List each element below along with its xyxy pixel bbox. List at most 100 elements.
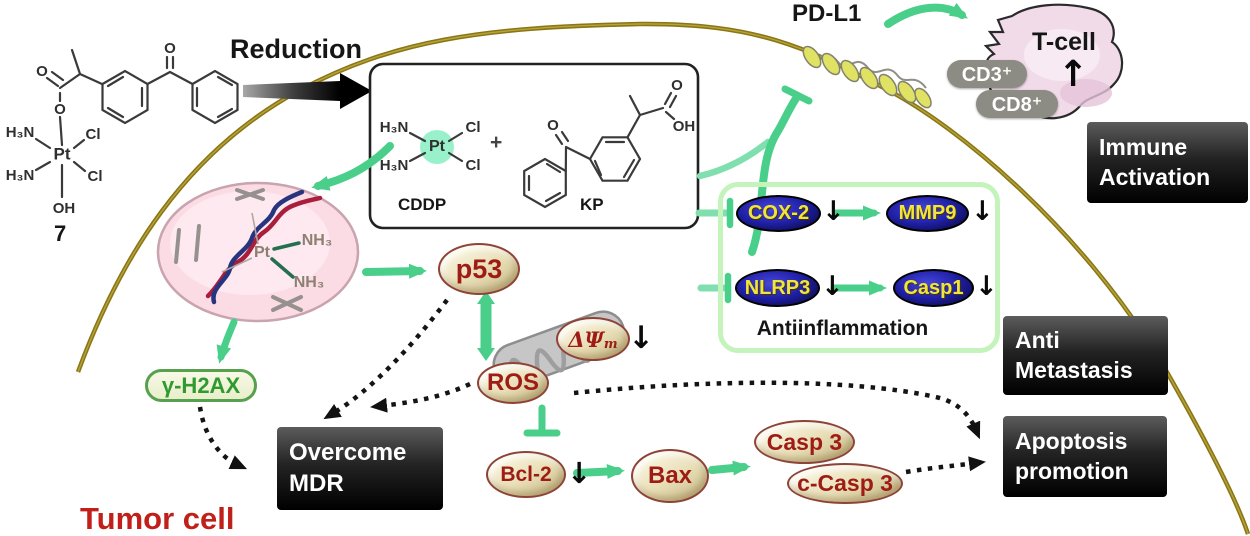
kp-o-acid: O bbox=[671, 77, 683, 94]
c7-oh: OH bbox=[53, 200, 76, 217]
apoptosis-promotion-box: Apoptosis promotion bbox=[1003, 416, 1167, 497]
down-arrow-mmp9: ↓ bbox=[971, 196, 994, 227]
arrow-nucleus-to-gh2ax bbox=[216, 318, 238, 364]
reduction-arrow bbox=[243, 73, 372, 109]
mmp9-label: MMP9 bbox=[898, 202, 957, 224]
c7-cl-top: Cl bbox=[86, 126, 101, 143]
anti-metastasis-line1: Anti bbox=[1015, 327, 1060, 354]
dotted-gh2ax-to-mdr bbox=[197, 406, 248, 470]
tcell-label: T-cell bbox=[1032, 28, 1096, 56]
bax-label: Bax bbox=[647, 462, 693, 489]
kp-label: KP bbox=[580, 195, 604, 214]
gamma-h2ax-node: γ-H2AX bbox=[145, 369, 257, 402]
down-arrow-nlrp3: ↓ bbox=[821, 271, 844, 302]
c7-o-ester: O bbox=[54, 101, 66, 118]
down-arrow-bcl2: ↓ bbox=[567, 456, 592, 490]
nlrp3-node: NLRP3 bbox=[735, 269, 820, 307]
casp1-label: Casp1 bbox=[903, 276, 964, 299]
inhibit-ros-to-bcl2 bbox=[523, 404, 561, 437]
bcl2-node: Bcl-2 bbox=[486, 451, 566, 498]
arrow-nucleus-to-p53 bbox=[362, 263, 427, 279]
cddp-h3n-bottom: H₃N bbox=[380, 157, 409, 174]
cox2-label: COX-2 bbox=[747, 202, 810, 224]
casp3-label: Casp 3 bbox=[766, 428, 843, 455]
kp-o-ketone: O bbox=[547, 117, 559, 134]
arrow-p53-ros-double bbox=[477, 291, 495, 361]
ros-node: ROS bbox=[477, 362, 549, 404]
nucleus-nh3-upper: NH₃ bbox=[302, 232, 333, 249]
dotted-p53-to-mdr bbox=[323, 298, 449, 420]
arrow-pdl1-to-tcell bbox=[884, 2, 968, 28]
apoptosis-line1: Apoptosis bbox=[1015, 428, 1128, 455]
dotted-ros-to-apoptosis bbox=[573, 380, 981, 440]
casp1-node: Casp1 bbox=[893, 269, 974, 307]
apoptosis-line2: promotion bbox=[1015, 457, 1129, 484]
cddp-cl-top: Cl bbox=[466, 119, 481, 136]
arrow-bax-to-casp3 bbox=[708, 460, 751, 476]
immune-line1: Immune bbox=[1099, 134, 1188, 161]
cd3-badge: CD3⁺ bbox=[947, 60, 1027, 88]
anti-metastasis-box: Anti Metastasis bbox=[1003, 316, 1168, 395]
cddp-label: CDDP bbox=[398, 195, 447, 214]
immune-activation-box: Immune Activation bbox=[1087, 122, 1248, 203]
tumor-cell-label: Tumor cell bbox=[80, 501, 235, 536]
pt-dna-adduct: Pt NH₃ NH₃ bbox=[221, 212, 333, 291]
delta-psi-label: ΔΨ bbox=[568, 326, 604, 352]
compound-7-structure: O O O H₃N H₃N Pt Cl Cl OH bbox=[6, 40, 239, 217]
cddp-structure: H₃N H₃N Pt Cl Cl bbox=[380, 119, 481, 174]
plus-sign: + bbox=[490, 131, 503, 154]
down-arrow-casp1: ↓ bbox=[975, 271, 998, 302]
pdl1-protein-icon bbox=[802, 45, 932, 109]
c7-h3n-top: H₃N bbox=[6, 124, 35, 141]
kp-oh: OH bbox=[673, 118, 696, 135]
antiinflammation-title: Antiinflammation bbox=[756, 317, 929, 340]
arrow-box-to-nucleus bbox=[311, 142, 394, 191]
pdl1-label: PD-L1 bbox=[792, 0, 862, 27]
chromosome-icons bbox=[174, 188, 303, 312]
c7-pt: Pt bbox=[54, 144, 71, 163]
nlrp3-label: NLRP3 bbox=[744, 276, 811, 299]
antiinflammation-panel bbox=[718, 182, 1000, 353]
c-casp3-node: c-Casp 3 bbox=[787, 463, 903, 504]
immune-line2: Activation bbox=[1099, 163, 1211, 190]
tcell-blob bbox=[983, 3, 1124, 120]
p53-node: p53 bbox=[438, 243, 520, 295]
c7-h3n-bottom: H₃N bbox=[6, 167, 35, 184]
cddp-pt: Pt bbox=[429, 138, 446, 155]
ros-label: ROS bbox=[486, 369, 539, 396]
bax-node: Bax bbox=[631, 449, 709, 503]
cddp-kp-box bbox=[368, 62, 700, 230]
bcl2-label: Bcl-2 bbox=[500, 462, 552, 486]
c-casp3-label: c-Casp 3 bbox=[797, 470, 893, 496]
cox2-node: COX-2 bbox=[736, 195, 821, 232]
c7-o-ketone: O bbox=[164, 40, 176, 57]
arrow-bcl2-to-bax bbox=[573, 464, 625, 480]
down-arrow-cox2: ↓ bbox=[822, 196, 845, 227]
tcell-up-arrow: ↑ bbox=[1058, 54, 1089, 95]
casp3-node: Casp 3 bbox=[754, 420, 855, 464]
p53-label: p53 bbox=[455, 253, 503, 284]
kp-structure: O O OH bbox=[523, 77, 696, 209]
mdr-line1: Overcome bbox=[289, 438, 407, 466]
cddp-cl-bottom: Cl bbox=[466, 157, 481, 174]
c7-o-acyl: O bbox=[36, 63, 48, 80]
gamma-h2ax-label: γ-H2AX bbox=[161, 372, 241, 398]
dotted-ros-to-mdr bbox=[370, 381, 471, 413]
nucleus: Pt NH₃ NH₃ bbox=[156, 181, 360, 323]
nucleus-nh3-lower: NH₃ bbox=[294, 274, 325, 291]
dotted-ccasp3-to-apoptosis bbox=[905, 456, 986, 475]
compound7-number: 7 bbox=[54, 221, 67, 246]
dna-helix bbox=[205, 189, 323, 305]
reduction-label: Reduction bbox=[230, 34, 362, 64]
delta-psi-sub: m bbox=[603, 337, 618, 352]
anti-metastasis-line2: Metastasis bbox=[1015, 356, 1133, 383]
down-arrow-delta-psi: ↓ bbox=[628, 320, 654, 356]
mdr-line2: MDR bbox=[289, 469, 344, 497]
cd8-badge: CD8⁺ bbox=[976, 90, 1058, 118]
cddp-h3n-top: H₃N bbox=[380, 119, 409, 136]
nucleus-pt: Pt bbox=[254, 244, 271, 261]
mmp9-node: MMP9 bbox=[886, 195, 969, 232]
c7-cl-bottom: Cl bbox=[88, 168, 103, 185]
